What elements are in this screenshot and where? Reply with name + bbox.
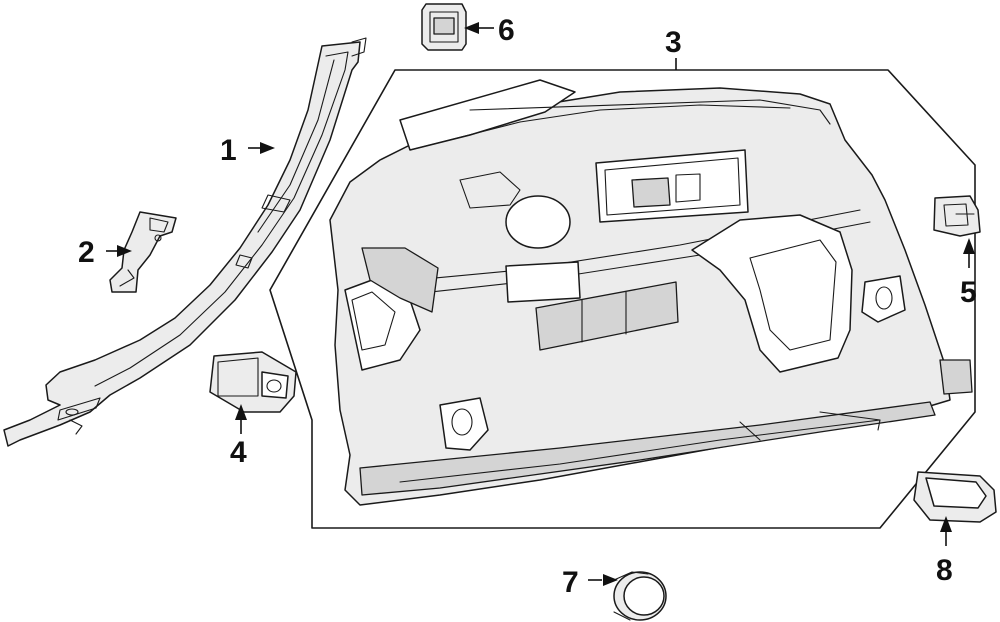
- callout-leaders: [106, 22, 975, 586]
- part-3-frame: [269, 69, 976, 529]
- part-4-trim-clip: [209, 351, 297, 413]
- part-5-retainer: [933, 195, 981, 237]
- part-8-handle: [913, 471, 997, 523]
- part-3-quarter-panel: [329, 79, 973, 506]
- part-1-pillar-trim: [3, 37, 367, 447]
- part-6-switch: [421, 3, 467, 51]
- callout-5: 5: [960, 276, 977, 309]
- callout-7: 7: [562, 566, 579, 599]
- callout-3: 3: [665, 26, 682, 59]
- part-7-grommet: [613, 571, 667, 621]
- callout-6: 6: [498, 14, 515, 47]
- callout-4: 4: [230, 436, 247, 469]
- callout-8: 8: [936, 554, 953, 587]
- callout-2: 2: [78, 236, 95, 269]
- callout-1: 1: [220, 134, 237, 167]
